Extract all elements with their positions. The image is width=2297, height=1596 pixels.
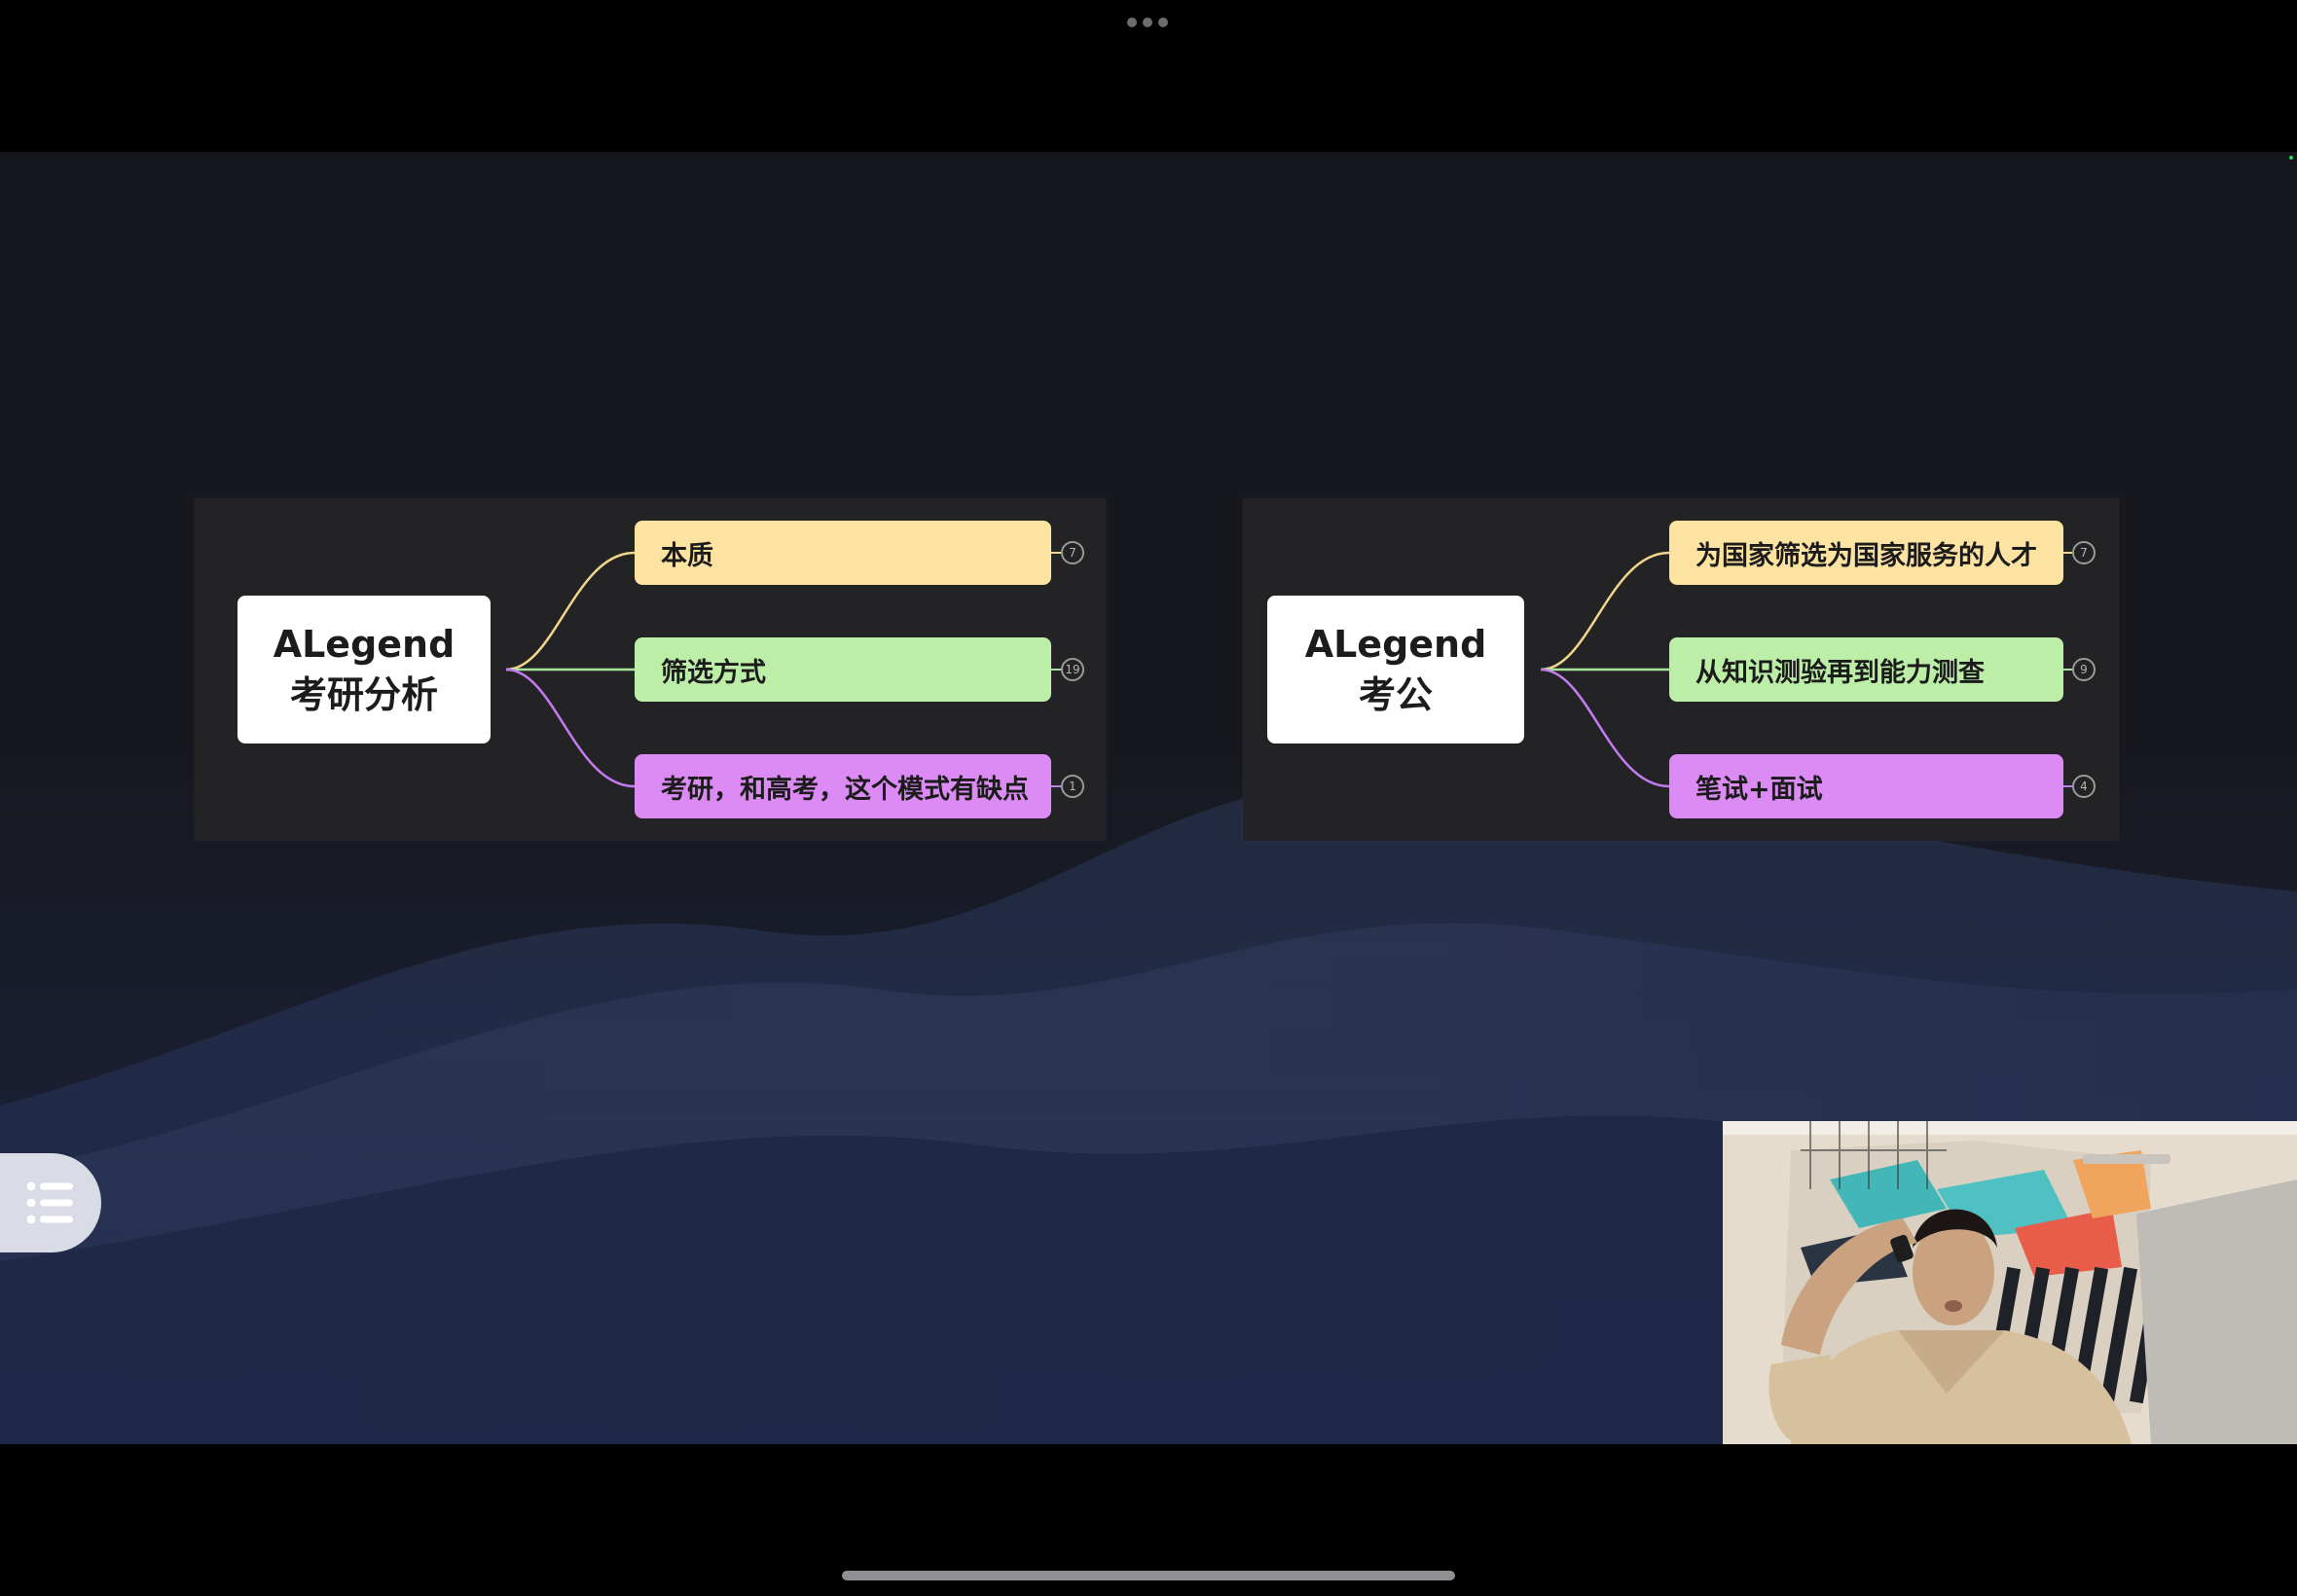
outline-button[interactable]	[0, 1153, 101, 1252]
root-title: ALegend	[273, 623, 456, 666]
branch-node[interactable]: 考研，和高考，这个模式有缺点	[635, 754, 1051, 818]
branch-label: 本质	[661, 540, 713, 571]
branch-label: 考研，和高考，这个模式有缺点	[661, 774, 1029, 805]
root-subtitle: 考公	[1358, 673, 1433, 716]
branch-node[interactable]: 为国家筛选为国家服务的人才	[1669, 521, 2063, 585]
root-node[interactable]: ALegend 考公	[1267, 596, 1524, 744]
collapse-count-badge[interactable]: 9	[2072, 658, 2096, 681]
list-icon	[26, 1181, 73, 1224]
home-indicator[interactable]	[842, 1571, 1455, 1580]
participant-video	[1723, 1121, 2297, 1444]
branch-node[interactable]: 从知识测验再到能力测查	[1669, 637, 2063, 702]
mindmap-links	[1540, 551, 2072, 788]
collapse-count-badge[interactable]: 4	[2072, 775, 2096, 798]
video-pip[interactable]	[1723, 1121, 2297, 1444]
branch-node[interactable]: 笔试+面试	[1669, 754, 2063, 818]
branch-label: 筛选方式	[661, 657, 766, 688]
root-node[interactable]: ALegend 考研分析	[237, 596, 491, 744]
more-dots-icon[interactable]	[1127, 18, 1168, 27]
branch-node[interactable]: 本质	[635, 521, 1051, 585]
root-title: ALegend	[1304, 623, 1487, 666]
collapse-count-badge[interactable]: 7	[2072, 541, 2096, 564]
mindmap-kaoyan: ALegend 考研分析 本质 7 筛选方式 19 考研，和高考，这个模式有缺点…	[195, 498, 1106, 841]
mindmap-kaogong: ALegend 考公 为国家筛选为国家服务的人才 7 从知识测验再到能力测查 9…	[1243, 498, 2119, 841]
branch-label: 笔试+面试	[1695, 774, 1823, 805]
branch-label: 从知识测验再到能力测查	[1695, 657, 1985, 688]
branch-label: 为国家筛选为国家服务的人才	[1695, 540, 2037, 571]
root-subtitle: 考研分析	[289, 673, 438, 716]
collapse-count-badge[interactable]: 1	[1061, 775, 1084, 798]
collapse-count-badge[interactable]: 19	[1061, 658, 1084, 681]
mindmap-links	[505, 551, 1061, 788]
branch-node[interactable]: 筛选方式	[635, 637, 1051, 702]
collapse-count-badge[interactable]: 7	[1061, 541, 1084, 564]
status-dot	[2289, 156, 2293, 160]
